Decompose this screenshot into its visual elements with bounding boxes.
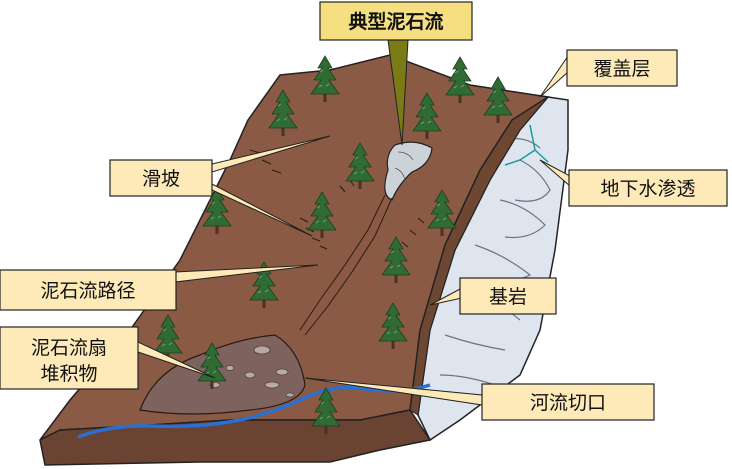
- svg-text:堆积物: 堆积物: [40, 363, 97, 385]
- svg-text:河流切口: 河流切口: [530, 392, 606, 414]
- river: [77, 383, 431, 439]
- label-cover-layer: 覆盖层: [566, 49, 678, 87]
- svg-text:滑坡: 滑坡: [142, 168, 180, 190]
- debris-flow-scar: [384, 141, 433, 201]
- svg-text:基岩: 基岩: [489, 286, 527, 308]
- svg-text:泥石流扇: 泥石流扇: [31, 337, 107, 359]
- svg-text:典型泥石流: 典型泥石流: [348, 10, 443, 33]
- debris-fan: [139, 334, 306, 415]
- svg-text:地下水渗透: 地下水渗透: [600, 178, 695, 200]
- label-river-incision: 河流切口: [481, 383, 655, 421]
- label-groundwater: 地下水渗透: [568, 169, 728, 207]
- label-pointer-cover-layer: [539, 54, 569, 98]
- groundwater-path: [504, 124, 549, 166]
- label-landslide: 滑坡: [109, 159, 213, 197]
- label-bedrock: 基岩: [459, 277, 557, 315]
- svg-text:覆盖层: 覆盖层: [593, 58, 650, 80]
- svg-text:泥石流路径: 泥石流路径: [40, 280, 135, 302]
- label-debris-fan: 泥石流扇 堆积物: [0, 326, 139, 390]
- label-debris-path: 泥石流路径: [0, 269, 177, 311]
- debris-fan-rocks: [209, 345, 295, 398]
- label-debris-flow: 典型泥石流: [319, 1, 473, 41]
